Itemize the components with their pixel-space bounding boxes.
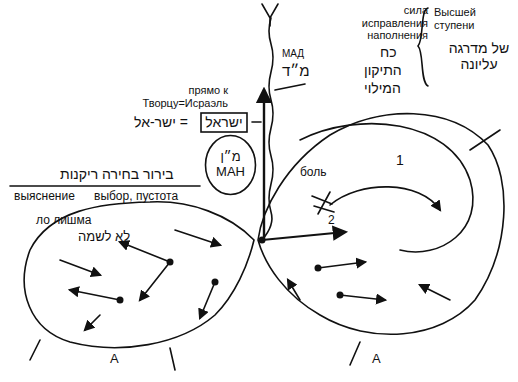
man-oval: מ״ןМАН xyxy=(204,134,257,196)
arrow-two xyxy=(262,232,345,240)
y-mark xyxy=(262,4,278,26)
pain-mark xyxy=(312,192,334,214)
note-label: ישר-אל = xyxy=(134,114,188,130)
dot xyxy=(167,259,174,266)
flow-arrow xyxy=(120,242,170,262)
note-label: МАД xyxy=(282,48,304,60)
note-label: сила исправления наполнения xyxy=(356,4,428,42)
note-label: выяснение xyxy=(14,190,75,204)
note-label: לא לשמה xyxy=(78,230,130,245)
right-lobe xyxy=(258,114,504,335)
up-arrow xyxy=(263,90,265,238)
flow-arrow xyxy=(288,280,300,300)
flow-arrow xyxy=(175,230,220,245)
flow-arrow xyxy=(420,285,450,300)
flow-arrow xyxy=(200,282,215,318)
note-label: 2 xyxy=(328,214,335,228)
node-text: מ״ן xyxy=(204,150,257,165)
mad-stroke xyxy=(275,84,305,90)
node-text: МАН xyxy=(204,165,257,180)
box-outline xyxy=(201,113,247,132)
flow-arrow xyxy=(70,290,120,300)
note-label: מ״ד xyxy=(282,62,310,79)
flow-arrow xyxy=(340,295,385,300)
wavy-line xyxy=(262,18,273,240)
note-label: 1 xyxy=(396,152,404,168)
dot xyxy=(259,237,266,244)
note-label: של מדרגה עליונה xyxy=(446,40,512,72)
flow-arrow xyxy=(85,315,100,330)
note-label: Высшей ступени xyxy=(434,6,492,31)
link-line xyxy=(252,121,261,123)
dot xyxy=(212,279,219,286)
spiral-line xyxy=(300,124,473,252)
note-label: выбор, пустота xyxy=(94,190,178,204)
note-label: прямо к Творцу=Исраэль xyxy=(133,84,228,109)
flow-arrow xyxy=(60,260,100,275)
flow-arrow xyxy=(470,130,500,150)
note-label: המילוי xyxy=(364,80,401,96)
flow-arrow xyxy=(140,262,170,300)
bottom-stroke xyxy=(30,340,360,370)
note-label: התיקון xyxy=(364,62,402,78)
spiral-line xyxy=(330,187,440,210)
left-lobe xyxy=(24,202,254,348)
note-label: בירור בחירה ריקנות xyxy=(60,166,174,182)
dot xyxy=(337,292,344,299)
dot xyxy=(315,265,322,272)
note-label: боль xyxy=(300,166,327,180)
dot xyxy=(117,297,124,304)
note-label: ло лишма xyxy=(36,214,91,228)
note-label: כח xyxy=(380,44,397,60)
node-text: ישראל xyxy=(200,114,248,130)
name-box: ישראל xyxy=(200,112,248,133)
flow-arrow xyxy=(318,262,365,268)
note-label: A xyxy=(110,352,119,367)
horizontal-line xyxy=(10,185,200,187)
note-label: A xyxy=(372,352,381,367)
